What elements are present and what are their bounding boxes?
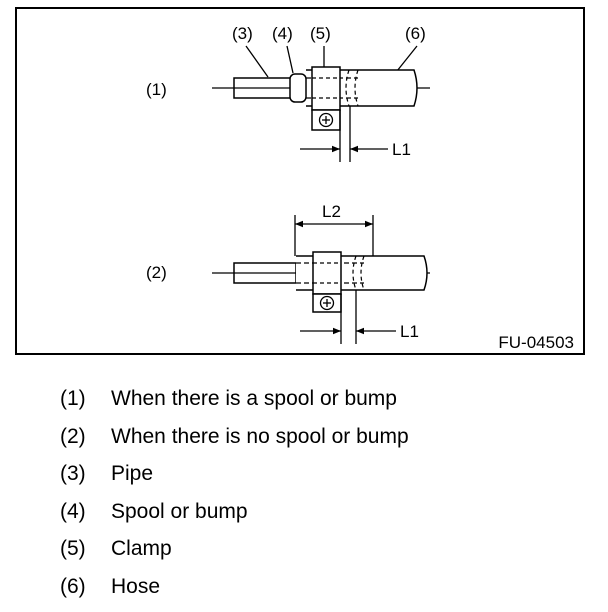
legend-item: (5) Clamp [60, 530, 409, 568]
legend-text: Spool or bump [111, 499, 248, 523]
case-1-marker: (1) [146, 80, 167, 99]
case-without-spool: (2) L2 L1 [146, 202, 430, 344]
screw-icon [319, 295, 335, 311]
legend-number: (5) [60, 537, 86, 561]
spool-ring [289, 73, 307, 103]
legend-text: Clamp [111, 537, 172, 561]
legend-number: (2) [60, 424, 86, 448]
legend-number: (6) [60, 574, 86, 598]
legend-number: (4) [60, 499, 86, 523]
dimension-l2: L2 [322, 202, 341, 221]
legend-item: (6) Hose [60, 568, 409, 606]
legend-number: (3) [60, 462, 86, 486]
case-with-spool: (1) (3) (4) (5) (6) [146, 24, 430, 162]
callout-clamp: (5) [310, 24, 331, 43]
diagram-frame [15, 7, 585, 355]
case-2-marker: (2) [146, 263, 167, 282]
callout-spool: (4) [272, 24, 293, 43]
legend-text: When there is a spool or bump [111, 387, 397, 410]
clamp [311, 66, 341, 111]
legend-list: (1) When there is a spool or bump (2) When… [60, 380, 409, 606]
screw-icon [318, 112, 334, 128]
dimension-l1-case2: L1 [400, 322, 419, 341]
clamp [312, 251, 342, 295]
legend-item: (2) When there is no spool or bump [60, 418, 409, 456]
callout-hose: (6) [405, 24, 426, 43]
legend-item: (4) Spool or bump [60, 493, 409, 531]
legend-item: (1) When there is a spool or bump [60, 380, 409, 418]
legend-item: (3) Pipe [60, 455, 409, 493]
dimension-l1-case1: L1 [392, 140, 411, 159]
callout-pipe: (3) [232, 24, 253, 43]
legend-number: (1) [60, 387, 86, 410]
figure-code: FU-04503 [498, 333, 574, 352]
legend-text: Pipe [111, 462, 154, 486]
legend-text: When there is no spool or bump [111, 424, 409, 448]
legend-text: Hose [111, 574, 161, 598]
hose-clamp-diagram: (1) (3) (4) (5) (6) [15, 7, 585, 355]
